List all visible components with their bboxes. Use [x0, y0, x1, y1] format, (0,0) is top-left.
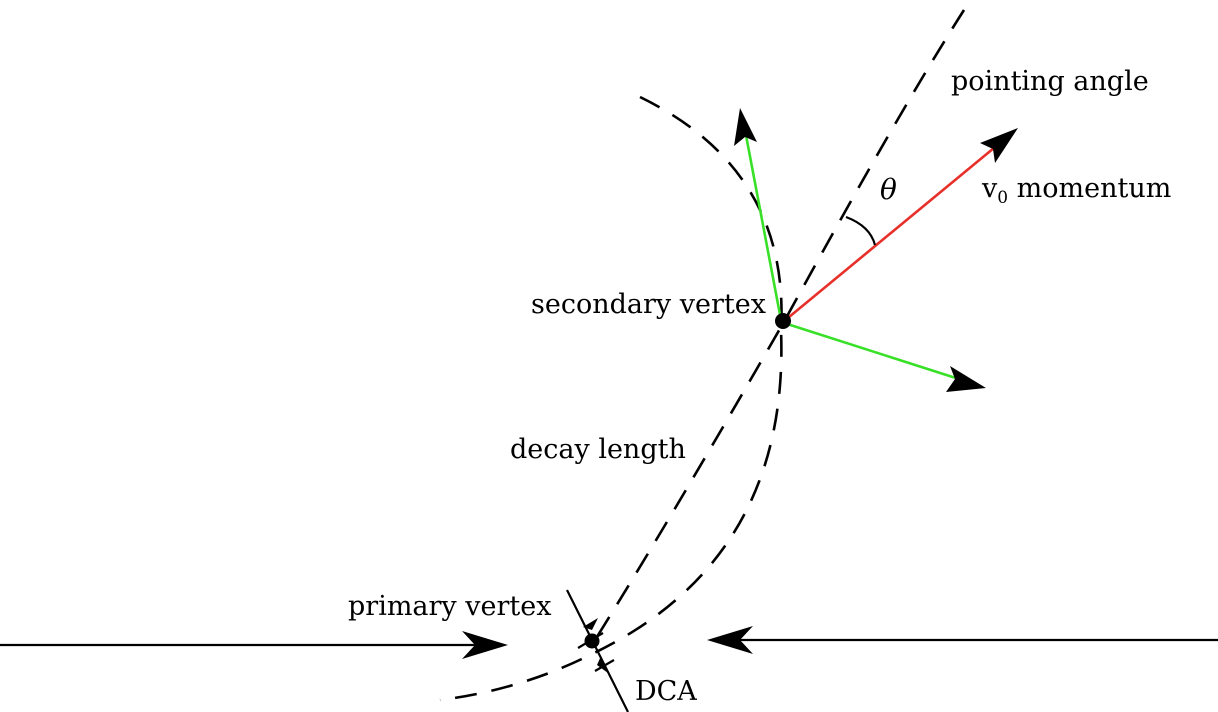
v0-symbol: v [981, 173, 998, 204]
v0-subscript: 0 [997, 188, 1008, 208]
secondary-vertex-label: secondary vertex [531, 289, 766, 320]
primary-vertex-label: primary vertex [348, 591, 551, 622]
pointing-angle-arc [845, 215, 877, 246]
pointing-angle-label: pointing angle [951, 66, 1149, 97]
dca-label: DCA [635, 676, 697, 707]
daughter-track-lower [780, 320, 963, 382]
secondary-vertex-dot [775, 313, 791, 329]
dca-marker-line [566, 589, 629, 712]
v0-momentum-arrow [782, 141, 1001, 324]
decay-length-label: decay length [510, 434, 686, 465]
beam-right-arrowhead [707, 626, 753, 654]
v0-momentum-word: momentum [1008, 173, 1171, 204]
secondary-track-helix-dashed [439, 95, 783, 702]
dca-arrowhead-upper [583, 618, 598, 630]
daughter-track-upper-arrowhead [734, 108, 757, 146]
v0-momentum-arrowhead [980, 128, 1018, 163]
v0-momentum-label: v0 momentum [981, 173, 1171, 208]
daughter-track-lower-arrowhead [946, 366, 986, 392]
daughter-track-upper [743, 129, 783, 321]
primary-vertex-dot [584, 633, 600, 649]
pointing-line-dashed [593, 9, 966, 641]
beam-left-arrowhead [462, 631, 508, 659]
dca-arrowhead-lower [597, 656, 608, 673]
theta-label: θ [880, 173, 897, 206]
